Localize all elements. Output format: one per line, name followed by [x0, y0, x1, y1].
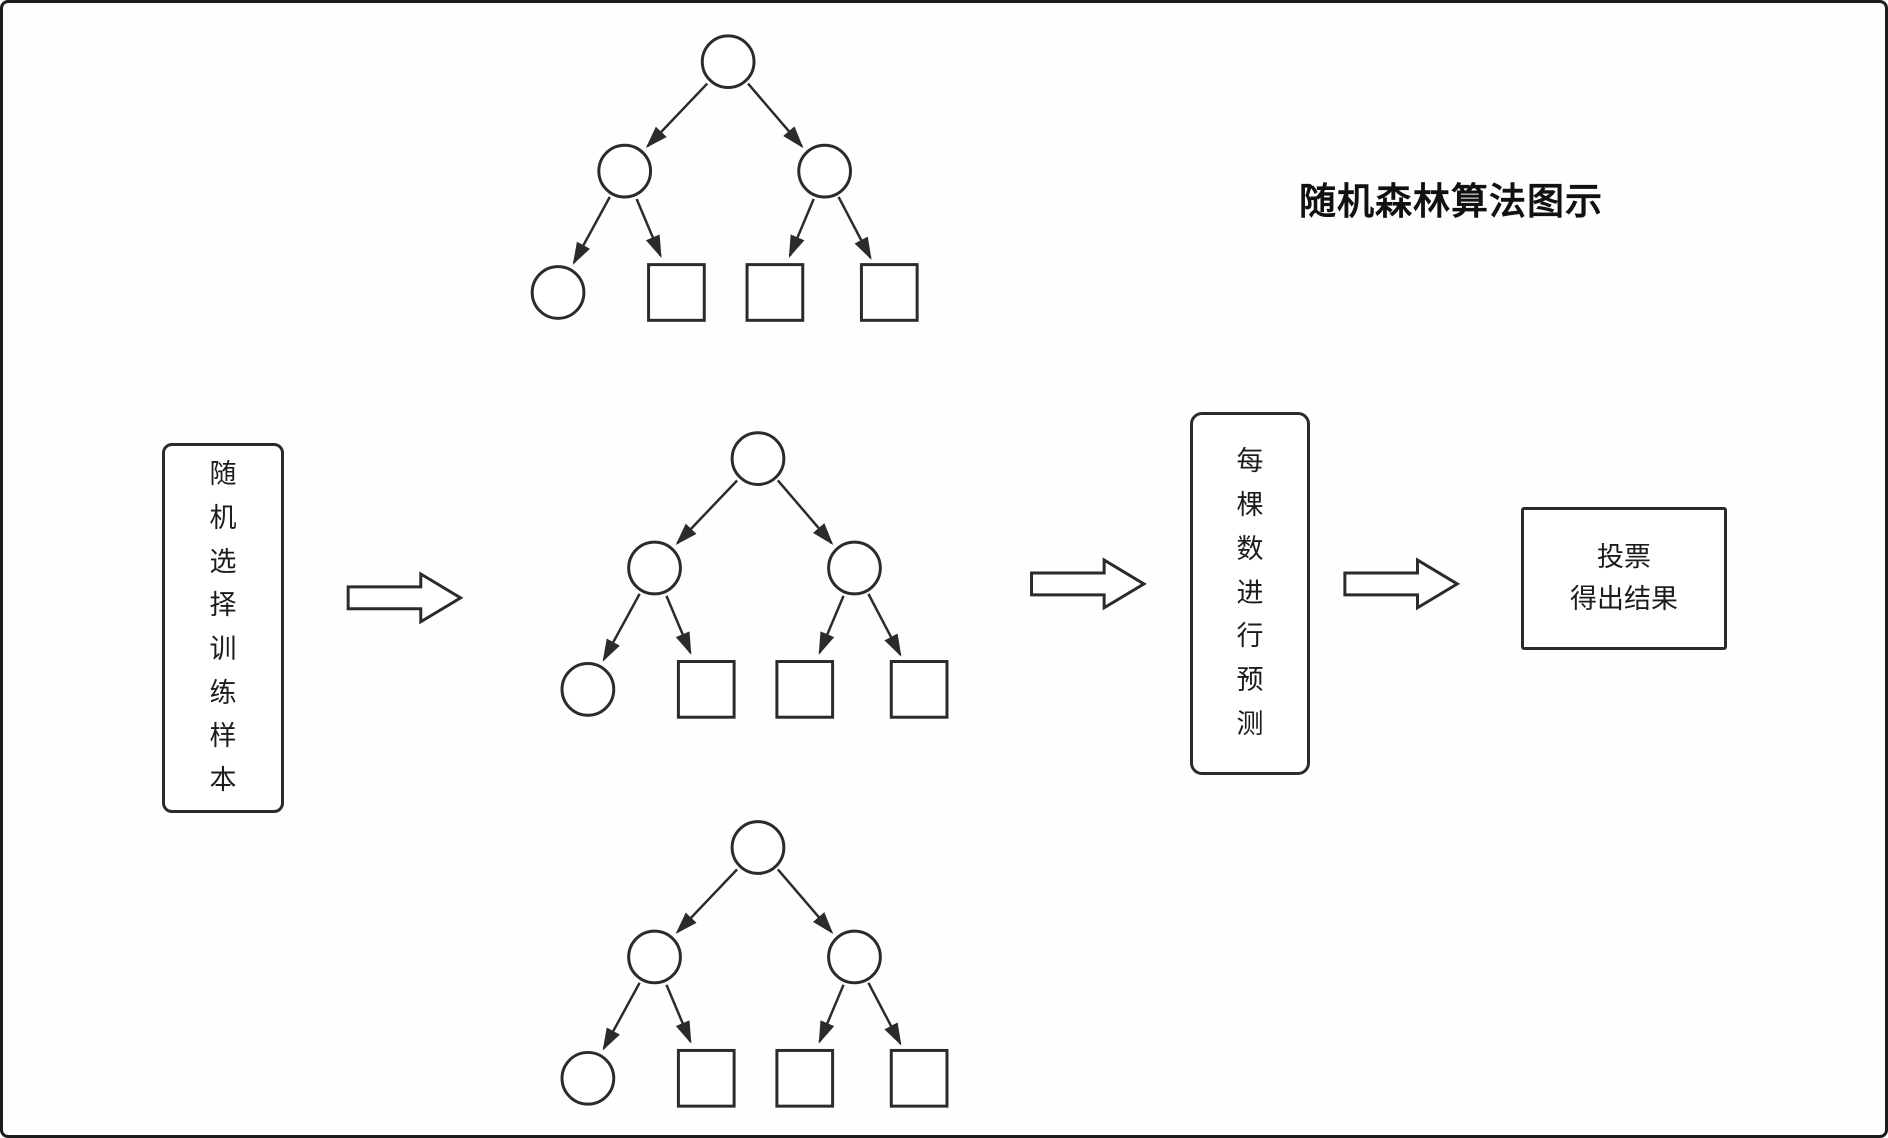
- decision-tree-middle: [562, 433, 947, 717]
- tree-predict-label: 每棵数进行预测: [1236, 446, 1264, 740]
- decision-tree-bottom: [562, 822, 947, 1106]
- diagram-title: 随机森林算法图示: [1299, 180, 1603, 223]
- decision-tree-top: [532, 36, 917, 320]
- vote-result-box: 投票 得出结果: [1521, 507, 1727, 650]
- tree-predict-box: 每棵数进行预测: [1190, 412, 1310, 775]
- vote-result-line-1: 投票: [1597, 541, 1651, 573]
- vote-result-line-2: 得出结果: [1570, 583, 1678, 615]
- random-sample-label: 随机选择训练样本: [209, 459, 237, 797]
- flow-arrow-predict-to-vote: [1343, 557, 1461, 611]
- flow-arrow-trees-to-predict: [1030, 557, 1147, 611]
- diagram-canvas: [346, 3, 1461, 1135]
- flow-arrow-samples-to-trees: [346, 571, 464, 625]
- random-sample-box: 随机选择训练样本: [162, 443, 284, 813]
